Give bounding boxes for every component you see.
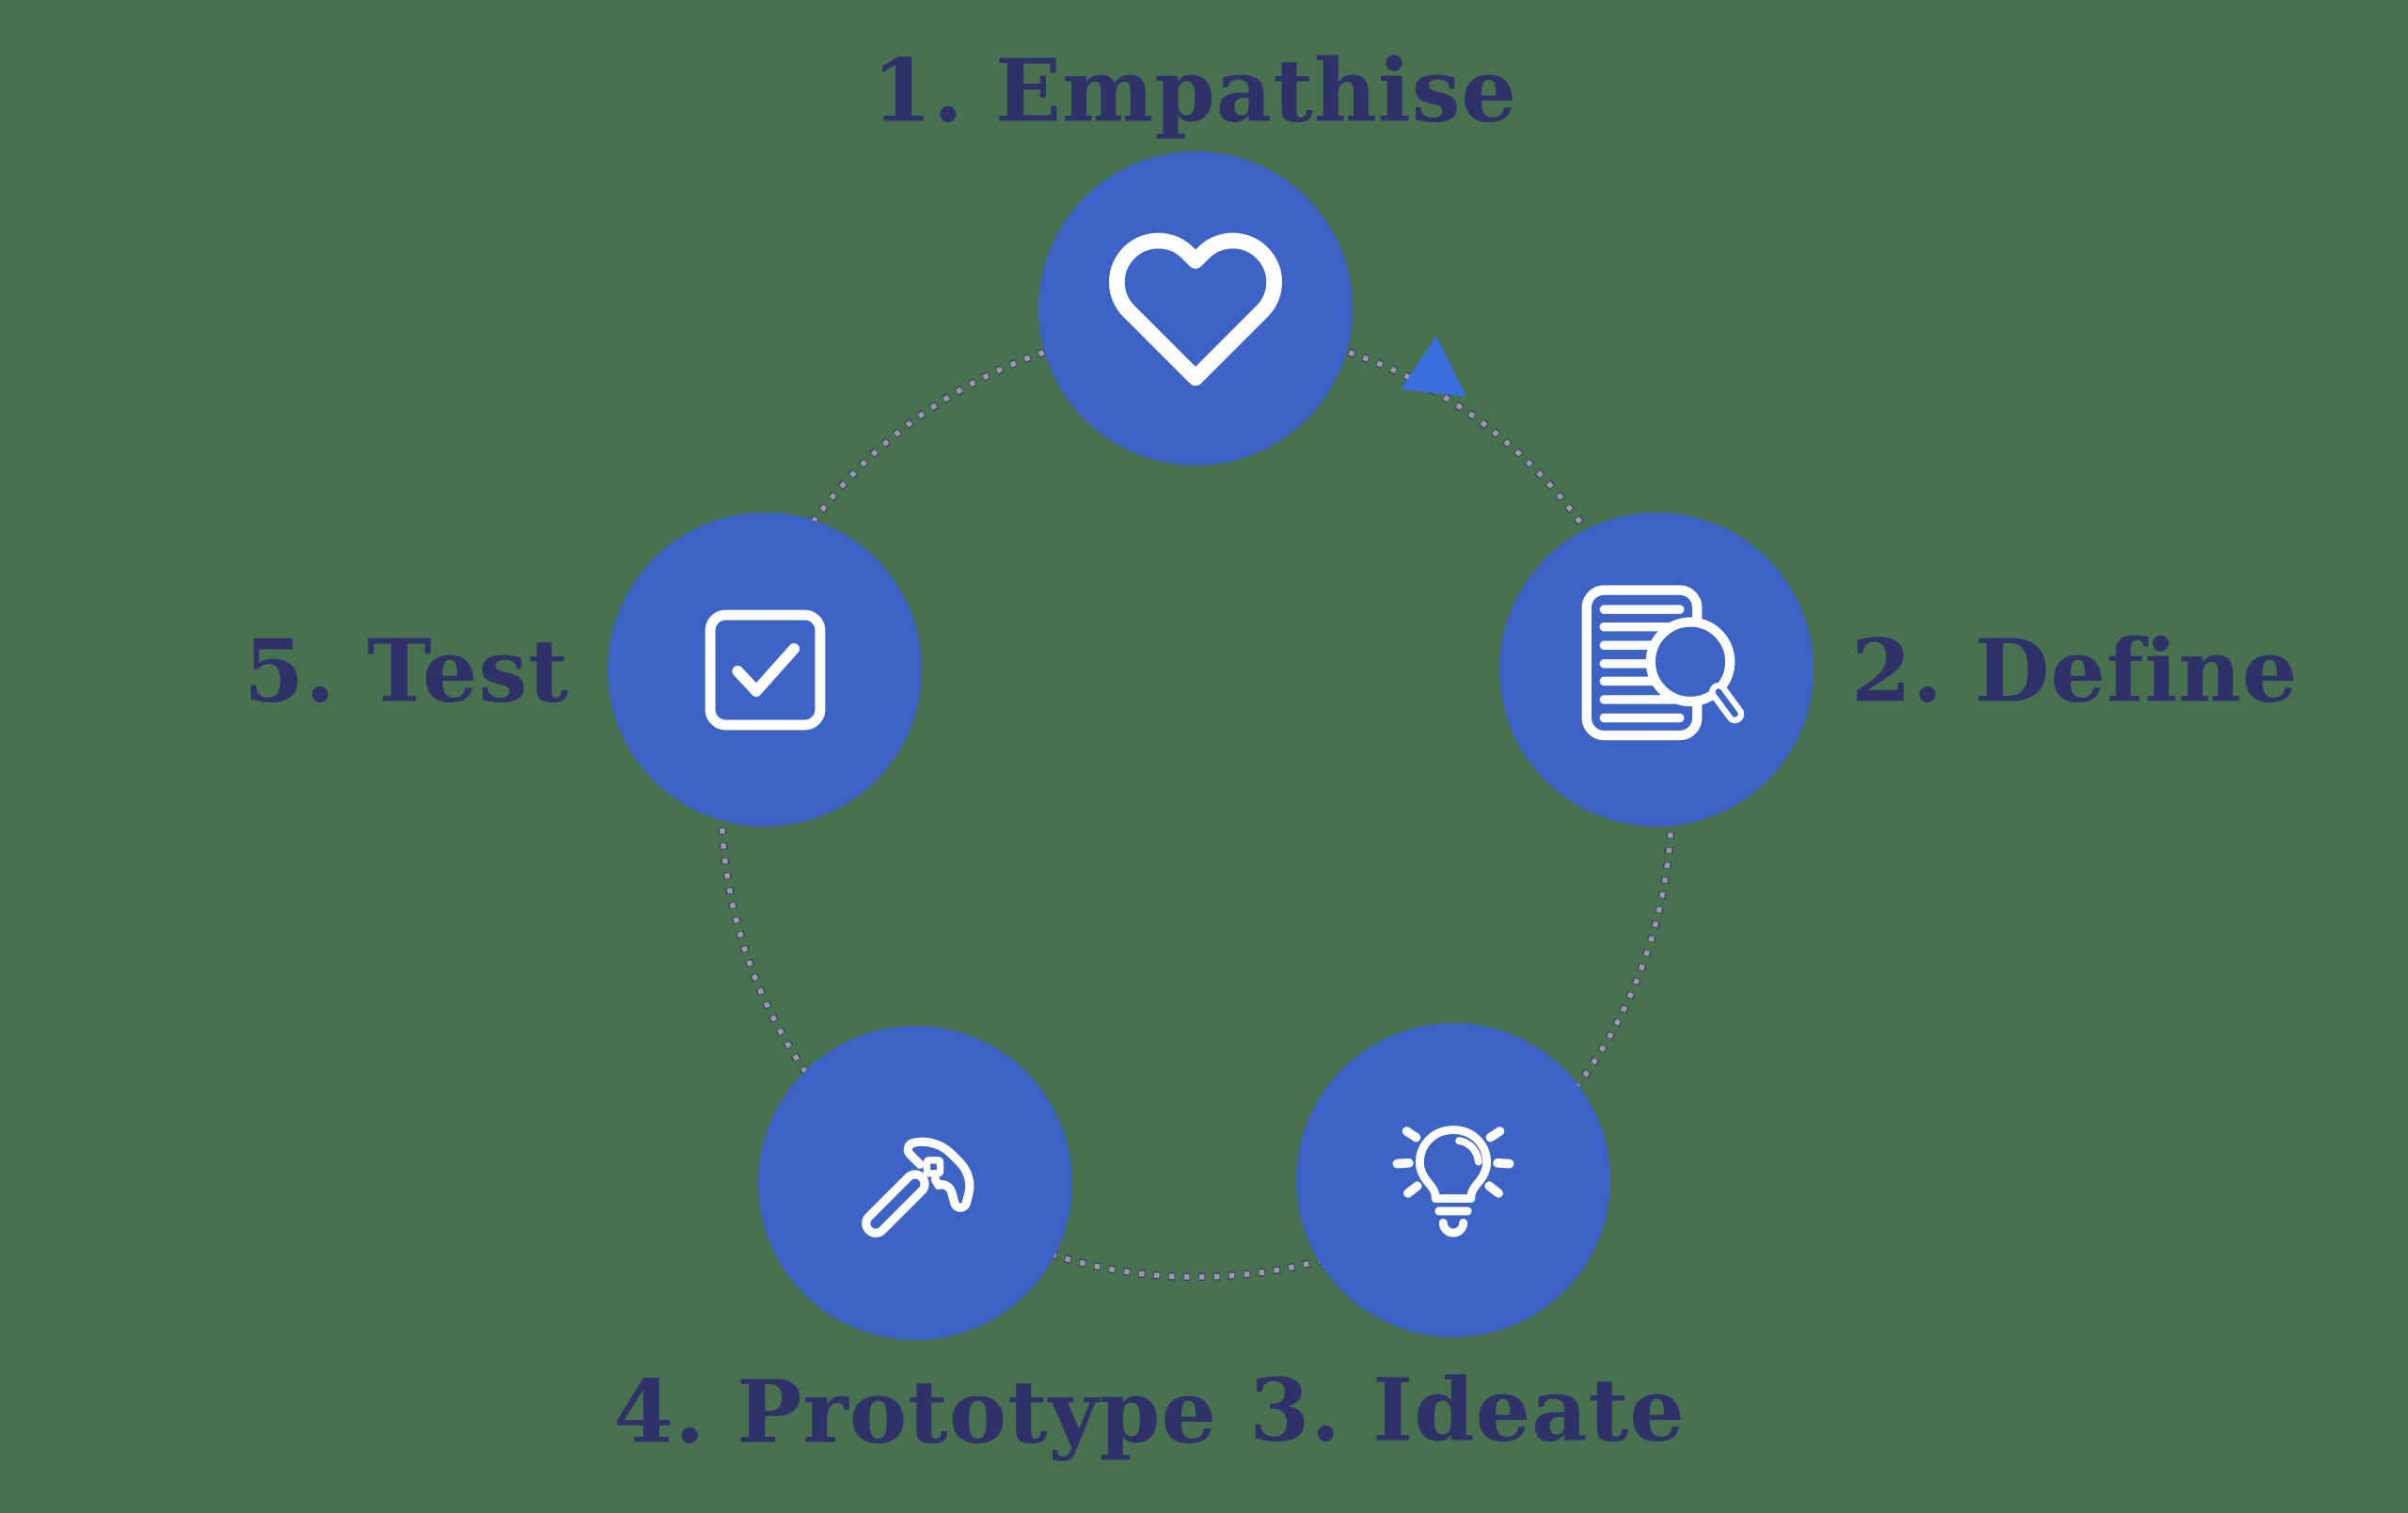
hammer-icon bbox=[861, 1137, 974, 1237]
step-circle-empathise bbox=[1038, 151, 1353, 465]
step-circle-ideate bbox=[1296, 1023, 1610, 1337]
checkbox-icon bbox=[705, 609, 825, 730]
step-label-empathise: 1. Empathise bbox=[871, 39, 1518, 142]
step-circle-prototype bbox=[758, 1026, 1072, 1340]
step-circle-test bbox=[608, 512, 922, 827]
flow-direction-arrow-icon bbox=[1401, 336, 1466, 397]
document-search-icon bbox=[1581, 585, 1745, 741]
step-label-define: 2. Define bbox=[1851, 620, 2299, 722]
heart-icon bbox=[1109, 232, 1282, 386]
lightbulb-icon bbox=[1392, 1126, 1514, 1237]
step-label-ideate: 3. Ideate bbox=[1249, 1359, 1686, 1461]
step-label-test: 5. Test bbox=[244, 620, 569, 722]
step-label-prototype: 4. Prototype bbox=[613, 1361, 1217, 1463]
step-circle-define bbox=[1499, 512, 1814, 827]
